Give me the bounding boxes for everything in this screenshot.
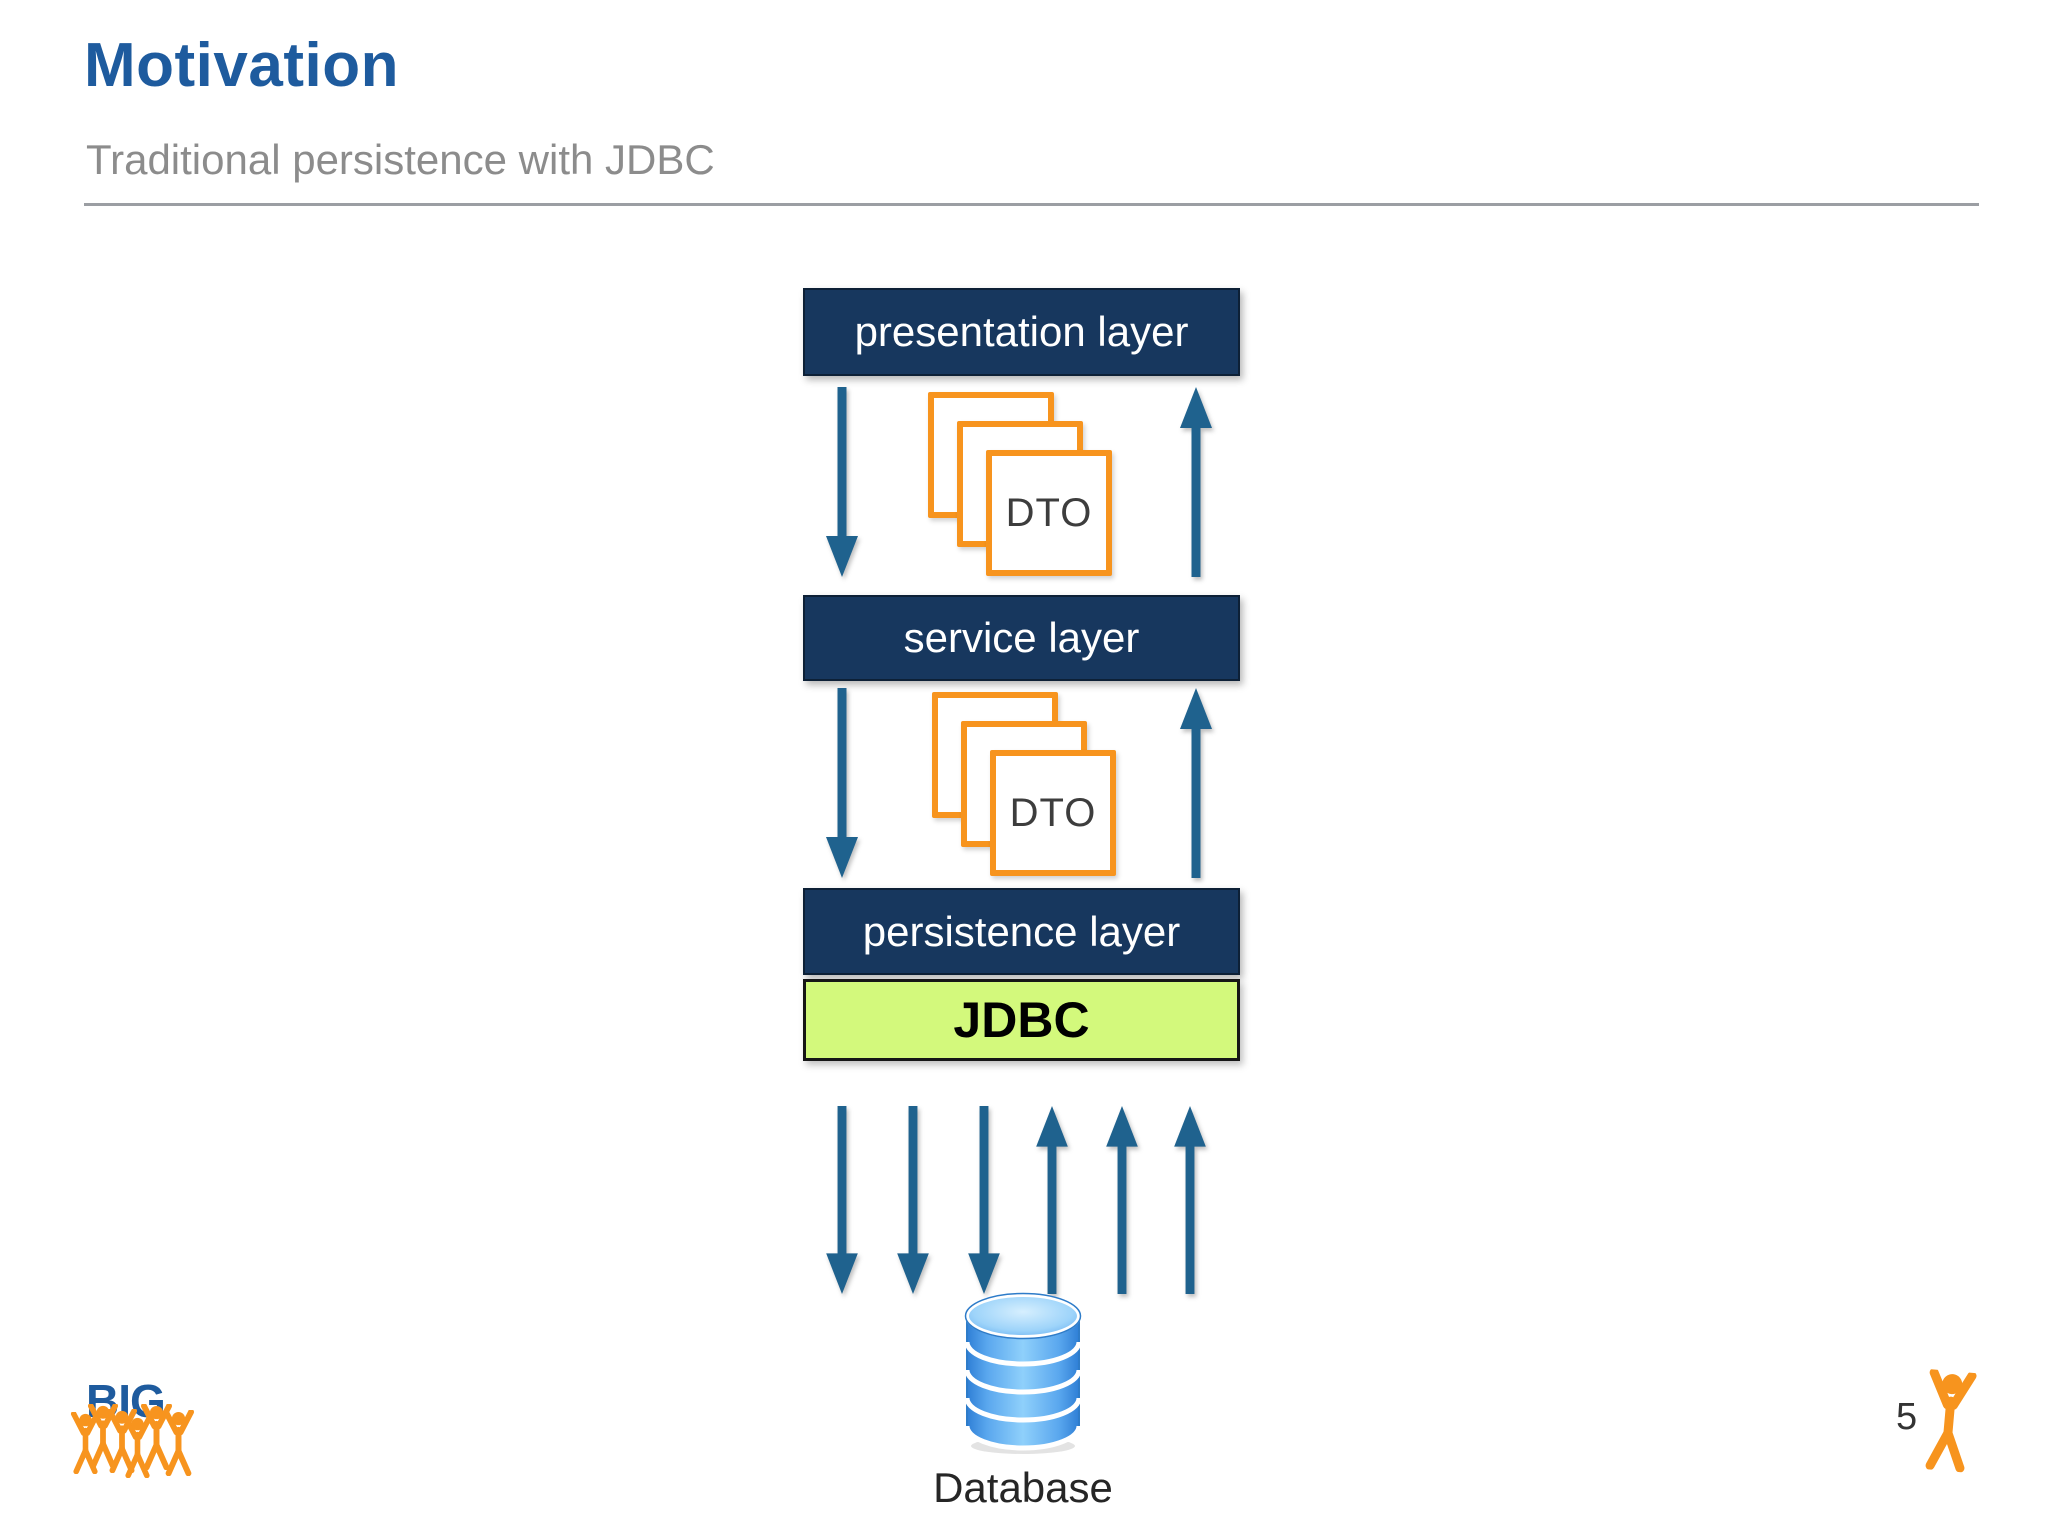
database-label: Database: [933, 1464, 1113, 1511]
up-arrow-icon: [1171, 1106, 1209, 1294]
header-divider: [84, 203, 1979, 206]
up-arrow-icon: [1033, 1106, 1071, 1294]
dto-card: DTO: [986, 450, 1112, 576]
up-arrow-icon: [1177, 387, 1215, 577]
page-number: 5: [1896, 1396, 1918, 1438]
down-arrow-icon: [823, 387, 861, 577]
persistence-layer-label: persistence layer: [862, 907, 1181, 955]
service-layer-label: service layer: [903, 614, 1140, 661]
up-arrow-icon: [1177, 688, 1215, 878]
dto-card: DTO: [990, 750, 1116, 876]
jdbc-label: JDBC: [953, 992, 1090, 1048]
service-layer-box: service layer: [803, 595, 1240, 681]
page-subtitle: Traditional persistence with JDBC: [86, 136, 715, 183]
database-icon: [958, 1286, 1088, 1458]
down-arrow-icon: [823, 688, 861, 878]
presentation-layer-label: presentation layer: [854, 308, 1189, 355]
dto-stack-icon: DTO: [928, 392, 1113, 578]
jumping-person-icon: [1919, 1366, 1978, 1476]
presentation-layer-box: presentation layer: [803, 288, 1240, 376]
dto-stack-icon: DTO: [932, 692, 1117, 878]
up-arrow-icon: [1103, 1106, 1141, 1294]
down-arrow-icon: [965, 1106, 1003, 1294]
jdbc-box: JDBC: [803, 979, 1240, 1061]
persistence-layer-box: persistence layer: [803, 888, 1240, 975]
dto-label: DTO: [1009, 790, 1097, 835]
down-arrow-icon: [894, 1106, 932, 1294]
big-logo: BIG: [70, 1374, 200, 1480]
dto-label: DTO: [1005, 490, 1093, 535]
down-arrow-icon: [823, 1106, 861, 1294]
logo-figures-icon: [70, 1404, 200, 1480]
page-title: Motivation: [84, 31, 399, 100]
